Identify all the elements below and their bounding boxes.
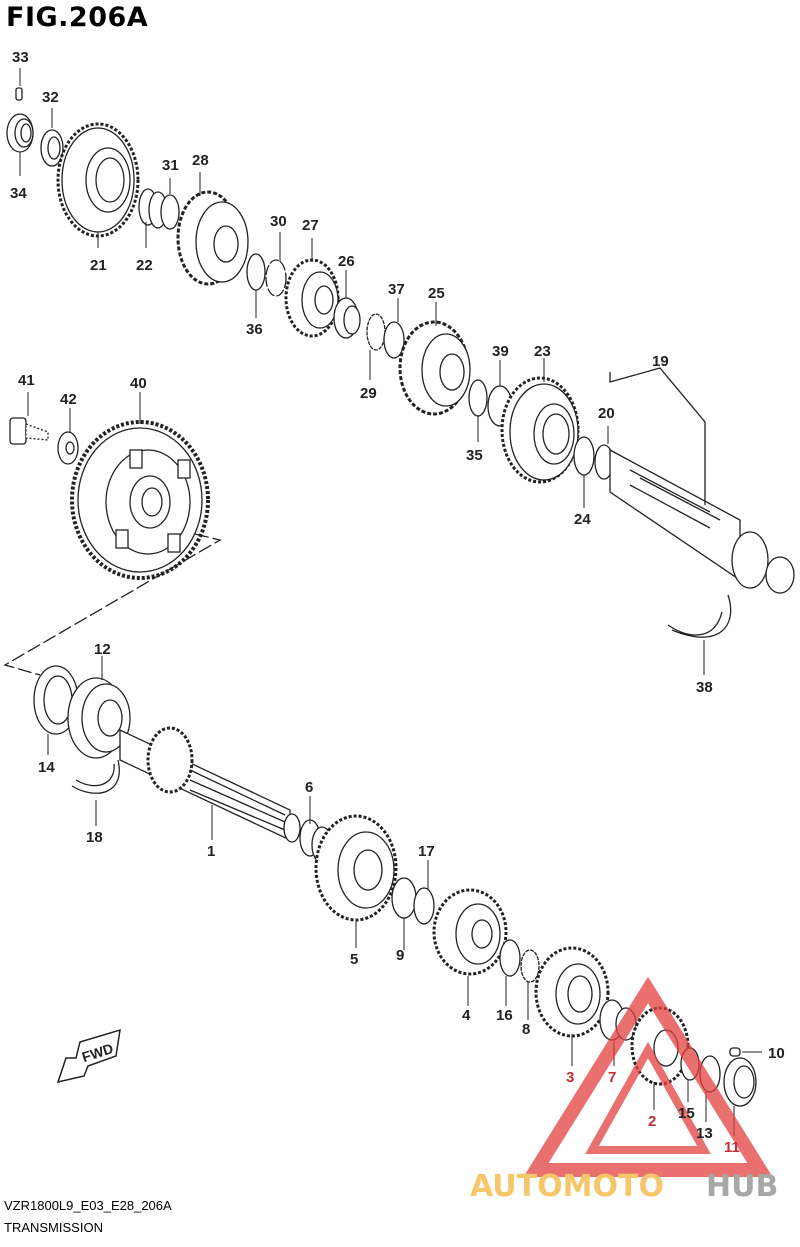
washer-32 [40, 129, 64, 167]
figure-title: FIG.206A [6, 2, 149, 33]
part-labels: 33 32 34 21 22 31 28 30 27 26 36 37 25 2… [10, 49, 785, 1156]
leader-lines [19, 68, 762, 1136]
countershaft-19 [609, 448, 795, 594]
label-35: 35 [466, 447, 483, 464]
label-1: 1 [207, 843, 215, 860]
washer-31 [160, 194, 180, 230]
gear-25 [398, 320, 471, 416]
washer-9 [391, 877, 417, 919]
circlip-17 [413, 887, 435, 925]
label-28: 28 [192, 152, 209, 169]
label-10: 10 [768, 1045, 785, 1062]
washer-14 [33, 665, 79, 735]
needle-bearing-26 [333, 297, 361, 339]
label-37: 37 [388, 281, 405, 298]
label-9: 9 [396, 947, 404, 964]
gear-27 [284, 258, 340, 338]
washer-29 [366, 313, 386, 351]
washer-8 [520, 949, 540, 983]
gear-3 [534, 946, 610, 1038]
callout-bracket-19 [609, 367, 706, 505]
circlip-37 [383, 321, 405, 359]
label-6: 6 [305, 779, 313, 796]
mainshaft-1 [119, 726, 301, 843]
label-24: 24 [574, 511, 591, 528]
label-12: 12 [94, 641, 111, 658]
label-19: 19 [652, 353, 669, 370]
label-21: 21 [90, 257, 107, 274]
label-17: 17 [418, 843, 435, 860]
label-5: 5 [350, 951, 358, 968]
label-8: 8 [522, 1021, 530, 1038]
label-30: 30 [270, 213, 287, 230]
bolt-41 [9, 417, 49, 445]
watermark-text-hub: HUB [706, 1169, 778, 1204]
gear-4 [432, 888, 508, 976]
needle-bearing-11 [723, 1057, 757, 1107]
label-33: 33 [12, 49, 29, 66]
label-13: 13 [696, 1125, 713, 1142]
label-16: 16 [496, 1007, 513, 1024]
label-2: 2 [648, 1113, 656, 1130]
gear-28 [176, 190, 249, 286]
label-27: 27 [302, 217, 319, 234]
label-36: 36 [246, 321, 263, 338]
washer-16 [499, 939, 521, 977]
label-34: 34 [10, 185, 27, 202]
forward-arrow: FWD [56, 1028, 121, 1084]
label-41: 41 [18, 372, 35, 389]
circlip-35 [468, 379, 488, 417]
needle-bearing-34 [6, 113, 34, 153]
label-32: 32 [42, 89, 59, 106]
model-code: VZR1800L9_E03_E28_206A [4, 1198, 172, 1213]
gear-5 [314, 814, 398, 922]
circlip-38 [667, 594, 732, 638]
label-4: 4 [462, 1007, 471, 1024]
label-3: 3 [566, 1069, 574, 1086]
section-name: TRANSMISSION [4, 1220, 103, 1235]
label-26: 26 [338, 253, 355, 270]
gear-23 [500, 376, 580, 484]
label-20: 20 [598, 405, 615, 422]
label-29: 29 [360, 385, 377, 402]
label-18: 18 [86, 829, 103, 846]
pin-33 [15, 87, 23, 101]
watermark-logo: AUTOMOTO HUB [470, 976, 778, 1204]
washer-36 [246, 253, 266, 291]
gear-21 [56, 122, 140, 238]
watermark-triangle [523, 976, 773, 1177]
label-42: 42 [60, 391, 77, 408]
washer-42 [57, 431, 79, 465]
label-15: 15 [678, 1105, 695, 1122]
pin-10 [729, 1047, 741, 1057]
ball-bearing-12 [67, 677, 131, 759]
label-23: 23 [534, 343, 551, 360]
watermark-text-auto: AUTOMOTO [470, 1169, 664, 1204]
circlip-18 [71, 759, 120, 794]
assembly-leader [3, 533, 222, 676]
label-38: 38 [696, 679, 713, 696]
driven-gear-40 [70, 420, 210, 580]
label-40: 40 [130, 375, 147, 392]
label-22: 22 [136, 257, 153, 274]
circlip-30 [265, 259, 287, 297]
label-11: 11 [724, 1139, 740, 1156]
label-14: 14 [38, 759, 55, 776]
label-31: 31 [162, 157, 179, 174]
bush-24 [573, 436, 595, 476]
label-39: 39 [492, 343, 509, 360]
label-25: 25 [428, 285, 445, 302]
label-7: 7 [608, 1069, 616, 1086]
